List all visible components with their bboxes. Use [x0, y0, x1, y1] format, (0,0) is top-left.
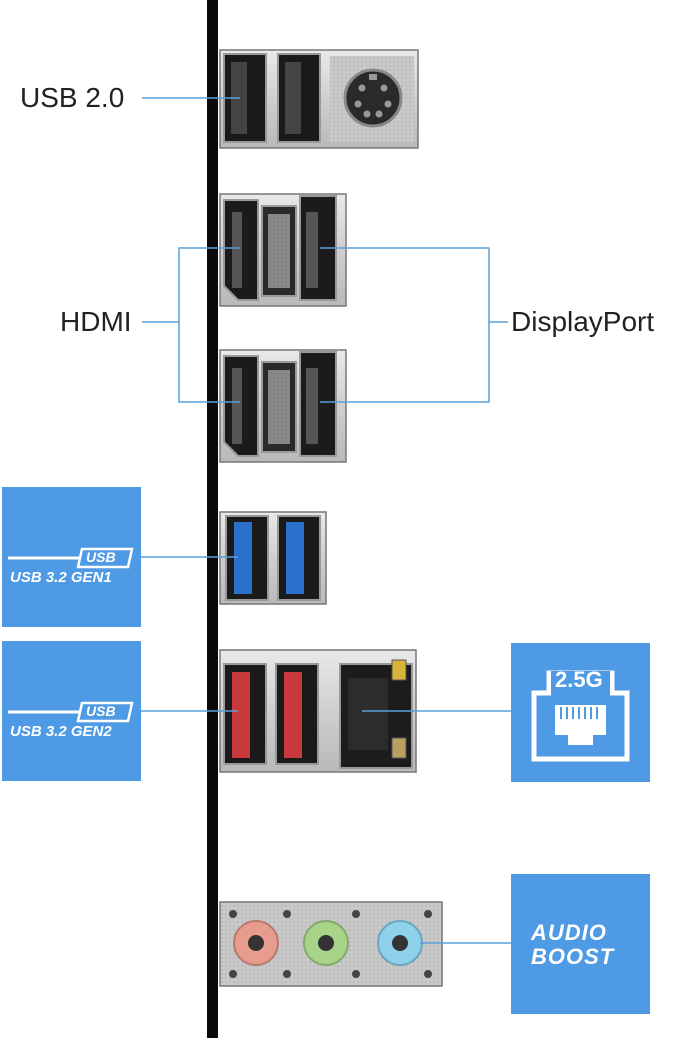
video-ports-bottom: [219, 349, 347, 463]
badge-lan-speed: 2.5G: [555, 667, 603, 692]
leader-lines: [141, 97, 511, 944]
label-displayport: DisplayPort: [511, 306, 655, 337]
usb-logo-icon: [8, 547, 134, 569]
label-usb20: USB 2.0: [20, 82, 125, 113]
label-hdmi: HDMI: [60, 306, 132, 337]
badge-audio-line1: AUDIO: [531, 920, 607, 945]
badge-audio-line2: BOOST: [531, 944, 615, 969]
audio-block: [219, 901, 443, 987]
badge-usb32-gen2-logo: USB: [86, 703, 116, 719]
usb32-gen1-block: [219, 511, 327, 605]
usb20-ps2-block: [219, 49, 419, 149]
badge-lan-2-5g: 2.5G: [511, 643, 650, 782]
ps2-port: [343, 68, 403, 128]
video-ports-top: [219, 193, 347, 307]
io-shield-bar: [207, 0, 218, 1038]
badge-usb32-gen1: USB USB 3.2 GEN1: [2, 487, 141, 627]
usb32-gen2-lan-block: [219, 649, 417, 773]
badge-usb32-gen1-logo: USB: [86, 549, 116, 565]
ethernet-port-icon: [531, 670, 630, 762]
badge-audio-boost: AUDIO BOOST: [511, 874, 650, 1014]
badge-usb32-gen2-text: USB 3.2 GEN2: [10, 723, 112, 740]
badge-usb32-gen1-text: USB 3.2 GEN1: [10, 569, 112, 586]
badge-usb32-gen2: USB USB 3.2 GEN2: [2, 641, 141, 781]
usb-logo-icon: [8, 701, 134, 723]
